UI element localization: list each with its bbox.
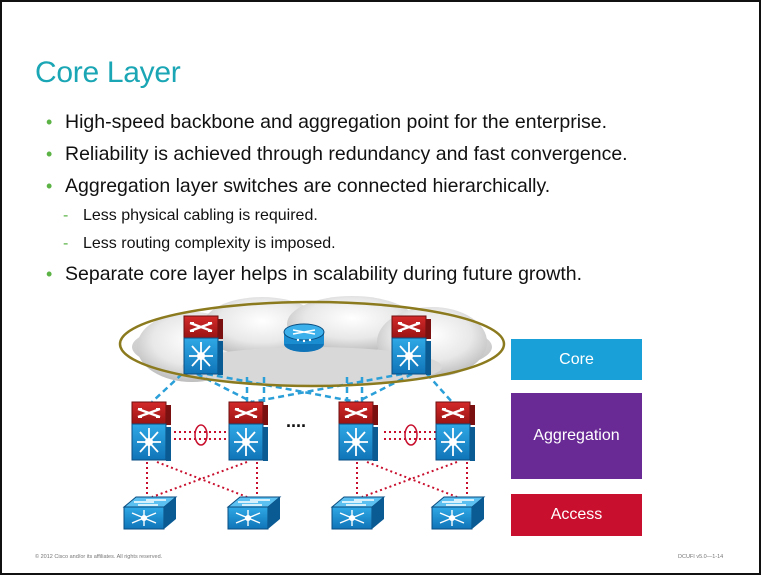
aggregation-switch-icon xyxy=(130,400,173,463)
bullet-icon: • xyxy=(46,176,53,196)
bullet-item: • Separate core layer helps in scalabilit… xyxy=(46,262,746,294)
bullet-item: • Aggregation layer switches are connecte… xyxy=(46,174,746,206)
bullet-text: Reliability is achieved through redundan… xyxy=(65,143,628,165)
legend-core-label: Core xyxy=(559,350,594,368)
sub-bullet-item: -Less routing complexity is imposed. xyxy=(46,234,746,262)
core-agg-links xyxy=(151,372,453,404)
bullet-item: • High-speed backbone and aggregation poi… xyxy=(46,110,746,142)
legend-aggregation-label: Aggregation xyxy=(533,427,620,444)
aggregation-switch-icon xyxy=(337,400,380,463)
aggregation-switch-icon xyxy=(227,400,270,463)
dash-icon: - xyxy=(63,207,69,224)
agg-access-links xyxy=(146,431,468,498)
access-switch-icon xyxy=(123,496,177,530)
bullet-text: High-speed backbone and aggregation poin… xyxy=(65,111,608,133)
copyright-footer: © 2012 Cisco and/or its affiliates. All … xyxy=(35,554,163,560)
core-switch-icon xyxy=(390,314,433,377)
access-switch-icon xyxy=(331,496,385,530)
bullet-icon: • xyxy=(46,264,53,284)
access-switch-icon xyxy=(227,496,281,530)
port-channel-icons xyxy=(194,424,418,446)
aggregation-switch-icon xyxy=(434,400,477,463)
bullet-list: • High-speed backbone and aggregation poi… xyxy=(46,110,746,294)
legend-access: Access xyxy=(511,494,642,536)
ellipsis-label: .... xyxy=(286,411,306,431)
sub-bullet-text: Less physical cabling is required. xyxy=(83,207,318,224)
bullet-icon: • xyxy=(46,144,53,164)
bullet-text: Separate core layer helps in scalability… xyxy=(65,263,583,285)
core-switch-icon xyxy=(182,314,225,377)
legend-access-label: Access xyxy=(550,506,603,523)
bullet-text: Aggregation layer switches are connected… xyxy=(65,175,551,197)
slide-title: Core Layer xyxy=(35,56,181,89)
bullet-icon: • xyxy=(46,112,53,132)
slide-number-footer: DCUFI v5.0—1-14 xyxy=(678,554,724,560)
legend-aggregation: Aggregation xyxy=(511,393,642,479)
sub-bullet-item: -Less physical cabling is required. xyxy=(46,206,746,234)
legend-core: Core xyxy=(511,339,642,380)
router-icon xyxy=(283,323,325,352)
sub-bullet-text: Less routing complexity is imposed. xyxy=(83,235,336,252)
dash-icon: - xyxy=(63,235,69,252)
core-outline xyxy=(118,300,506,388)
access-switch-icon xyxy=(431,496,485,530)
bullet-item: • Reliability is achieved through redunda… xyxy=(46,142,746,174)
